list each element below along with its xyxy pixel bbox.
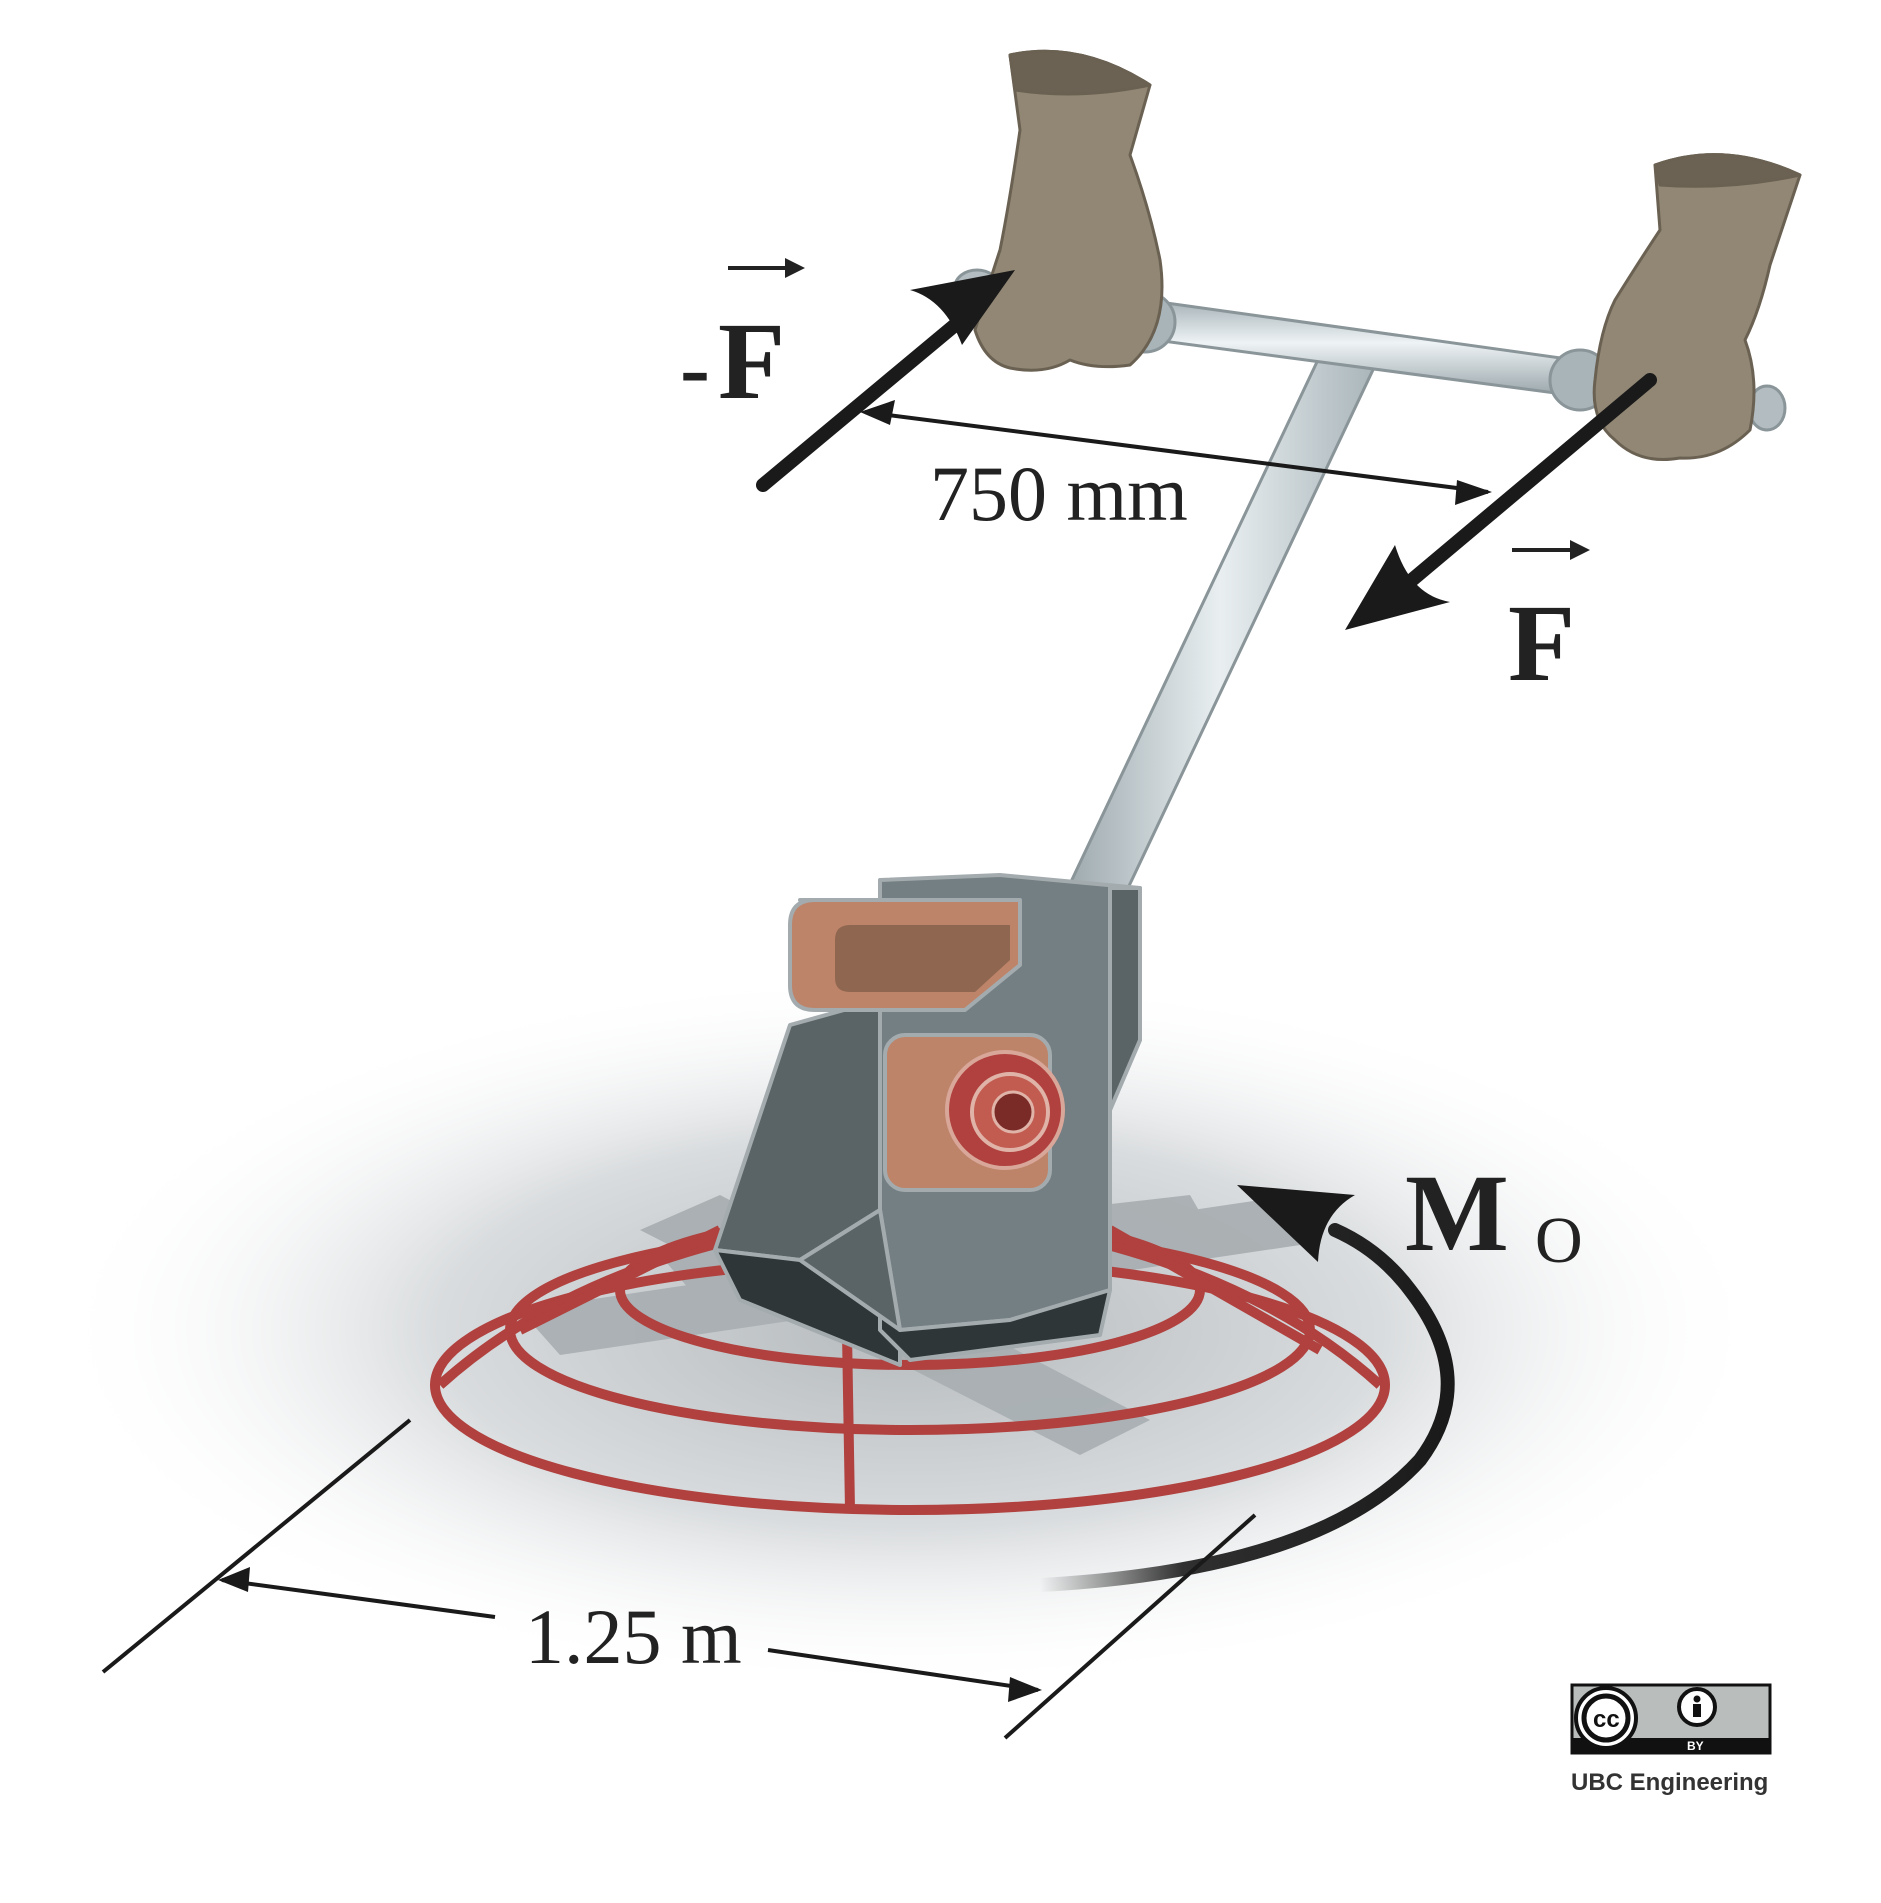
moment-label: M O [1405,1152,1583,1277]
left-glove [973,49,1164,372]
force-label: F [1508,540,1590,704]
moment-arrow [1033,1185,1455,1592]
person-icon [1677,1687,1717,1727]
vector-arrow-icon [1512,540,1590,560]
by-text: BY [1687,1739,1704,1753]
neg-force-symbol: F [718,300,785,422]
handle-spacing-label: 750 mm [930,450,1188,537]
credit-text: UBC Engineering [1571,1769,1768,1796]
cc-text: cc [1593,1706,1620,1733]
moment-symbol: M [1405,1152,1509,1274]
force-arrow-positive [1345,373,1657,630]
handle-pole [1057,343,1383,907]
engine-pulley [945,1050,1065,1170]
moment-subscript: O [1535,1204,1583,1277]
trowel-diameter-dimension [101,1418,1257,1740]
engine-housing [713,873,1142,1367]
neg-force-prefix: - [680,319,710,418]
handle-spacing-dimension [860,400,1492,505]
neg-force-label: - F [680,258,805,422]
vector-arrow-icon [728,258,805,278]
force-symbol: F [1508,582,1575,704]
force-arrow-negative [756,270,1015,492]
trowel-diameter-label: 1.25 m [525,1593,742,1680]
creative-commons-by-icon: cc BY [1570,1683,1772,1755]
